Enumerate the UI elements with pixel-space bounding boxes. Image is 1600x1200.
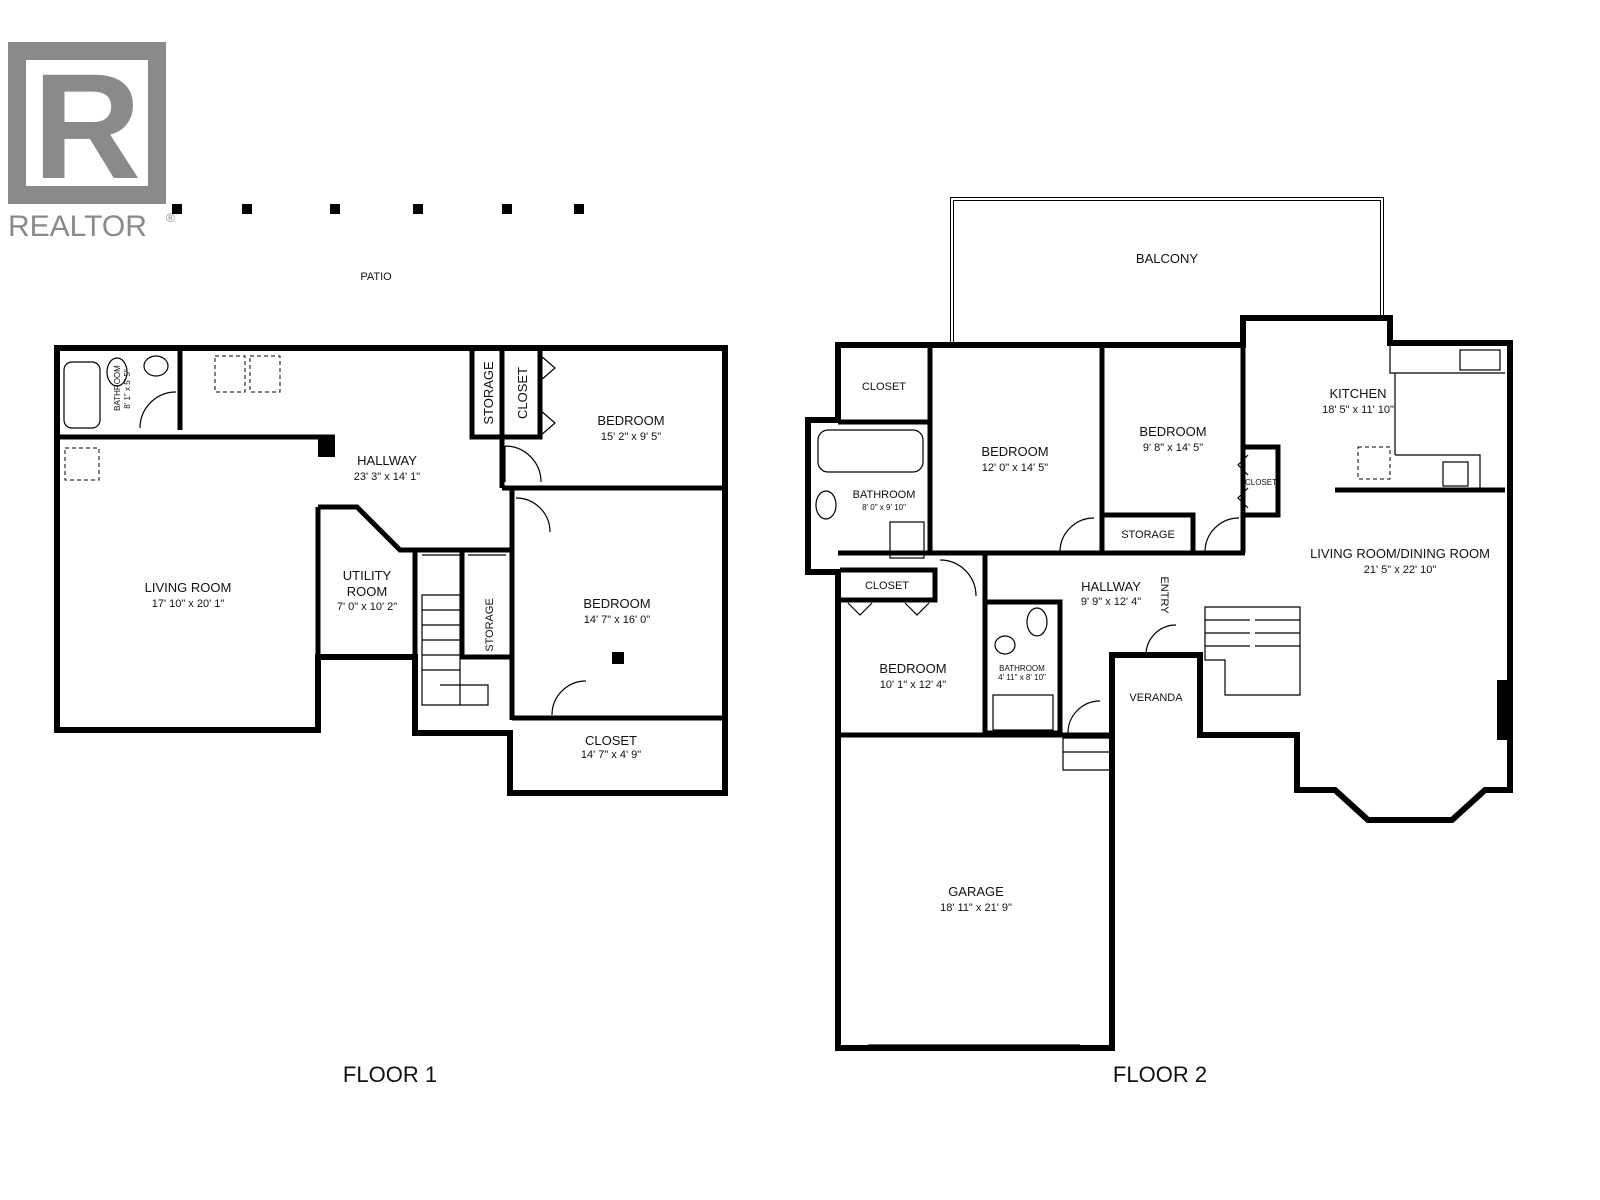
f1-bedroom2-label: BEDROOM bbox=[583, 596, 650, 611]
stairs-icon bbox=[1204, 606, 1301, 696]
f2-bathroom-a-dims: 8' 0" x 9' 10" bbox=[862, 503, 906, 512]
stairs-icon bbox=[421, 594, 489, 706]
f2-bedroom-b-dims: 9' 8" x 14' 5" bbox=[1143, 442, 1203, 454]
f2-balcony-label: BALCONY bbox=[1136, 251, 1198, 266]
f2-bedroom-a-label: BEDROOM bbox=[981, 444, 1048, 459]
toilet-icon bbox=[815, 490, 837, 520]
bathtub-icon bbox=[817, 429, 924, 473]
f1-utility-label: UTILITY bbox=[343, 568, 392, 583]
logo-text: REALTOR bbox=[8, 210, 147, 243]
door-swing-icon bbox=[939, 559, 977, 597]
floor1-exterior-wall bbox=[54, 345, 728, 796]
floor2-fixtures bbox=[815, 345, 1509, 1046]
door-swing-icon bbox=[1204, 517, 1240, 553]
f1-hallway-label: HALLWAY bbox=[357, 453, 417, 468]
f2-kitchen-label: KITCHEN bbox=[1329, 386, 1386, 401]
f2-bathroom-b-dims: 4' 11" x 8' 10" bbox=[998, 673, 1046, 682]
f1-living-dims: 17' 10" x 20' 1" bbox=[152, 598, 225, 610]
f2-bedroom-c-dims: 10' 1" x 12' 4" bbox=[880, 679, 947, 691]
door-swing-icon bbox=[1145, 624, 1177, 656]
patio-posts bbox=[172, 204, 584, 214]
f1-bedroom1-label: BEDROOM bbox=[597, 413, 664, 428]
f2-bedroom-a-dims: 12' 0" x 14' 5" bbox=[982, 462, 1049, 474]
floor-1: PATIO bbox=[54, 204, 728, 1087]
f1-bedroom2-dims: 14' 7" x 16' 0" bbox=[584, 614, 651, 626]
f1-utility-dims: 7' 0" x 10' 2" bbox=[337, 601, 397, 613]
f2-hallway-label: HALLWAY bbox=[1081, 579, 1141, 594]
floor2-interior-walls bbox=[838, 345, 1505, 738]
realtor-logo: R REALTOR ® bbox=[8, 42, 175, 243]
floor2-title: FLOOR 2 bbox=[1113, 1062, 1207, 1087]
door-swing-icon bbox=[1067, 700, 1101, 734]
kitchen-sink-icon bbox=[1459, 349, 1501, 371]
f2-garage-label: GARAGE bbox=[948, 884, 1004, 899]
door-swing-icon bbox=[139, 391, 177, 429]
f2-bedroom-b-label: BEDROOM bbox=[1139, 424, 1206, 439]
shower-icon bbox=[889, 521, 925, 559]
f2-veranda-label: VERANDA bbox=[1129, 692, 1183, 704]
floor-2: BALCONY CLOSET BEDROOM 12' 0" x 14' 5" B… bbox=[805, 197, 1513, 1087]
logo-inner bbox=[26, 60, 148, 186]
f2-bedroom-c-label: BEDROOM bbox=[879, 661, 946, 676]
sink-icon bbox=[994, 635, 1016, 655]
balcony-railing bbox=[950, 197, 1384, 345]
f1-storage-stair-label: STORAGE bbox=[484, 598, 496, 652]
sink-icon bbox=[143, 355, 169, 377]
f2-garage-dims: 18' 11" x 21' 9" bbox=[940, 902, 1012, 914]
f1-storage-top-label: STORAGE bbox=[481, 361, 496, 425]
f2-hallway-dims: 9' 9" x 12' 4" bbox=[1081, 596, 1141, 608]
f1-bedroom1-dims: 15' 2" x 9' 5" bbox=[601, 431, 661, 443]
f1-closet-top-label: CLOSET bbox=[515, 367, 530, 419]
floor1-title: FLOOR 1 bbox=[343, 1062, 437, 1087]
door-swing-icon bbox=[504, 445, 542, 483]
floor1-interior-walls bbox=[57, 348, 725, 721]
f2-living-label: LIVING ROOM/DINING ROOM bbox=[1310, 546, 1490, 561]
bathtub-icon bbox=[63, 361, 101, 429]
f2-closet-b-label: CLOSET bbox=[1245, 478, 1277, 487]
door-swing-icon bbox=[1059, 517, 1095, 553]
logo-registered: ® bbox=[166, 211, 175, 225]
stove-icon bbox=[1442, 461, 1469, 487]
door-swing-icon bbox=[515, 497, 551, 533]
f2-closet-c-label: CLOSET bbox=[865, 580, 909, 592]
shower-icon bbox=[992, 694, 1054, 731]
door-swing-icon bbox=[551, 680, 587, 716]
floor2-exterior-wall bbox=[805, 315, 1513, 1051]
f2-closet-a-label: CLOSET bbox=[862, 381, 906, 393]
steps-icon bbox=[1062, 737, 1111, 771]
f1-bathroom-label: BATHROOM bbox=[113, 365, 122, 411]
logo-mark: R bbox=[33, 42, 141, 210]
f2-entry-label: ENTRY bbox=[1158, 576, 1170, 614]
f2-bathroom-b-label: BATHROOM bbox=[999, 664, 1045, 673]
f1-utility-label-2: ROOM bbox=[347, 584, 387, 599]
f1-closet-dims: 14' 7" x 4' 9" bbox=[581, 749, 641, 761]
f1-closet-label: CLOSET bbox=[585, 733, 637, 748]
f2-bathroom-a-label: BATHROOM bbox=[853, 489, 916, 501]
f1-hallway-dims: 23' 3" x 14' 1" bbox=[354, 471, 421, 483]
f1-living-label: LIVING ROOM bbox=[145, 580, 232, 595]
toilet-icon bbox=[106, 357, 128, 387]
f2-kitchen-dims: 18' 5" x 11' 10" bbox=[1322, 404, 1394, 416]
patio-label: PATIO bbox=[360, 271, 392, 283]
f2-storage-label: STORAGE bbox=[1121, 529, 1175, 541]
f2-living-dims: 21' 5" x 22' 10" bbox=[1364, 564, 1437, 576]
floor1-fixtures bbox=[63, 354, 624, 716]
toilet-icon bbox=[1026, 607, 1048, 637]
f1-bathroom-dims: 8' 1" x 5' 5" bbox=[123, 369, 132, 409]
